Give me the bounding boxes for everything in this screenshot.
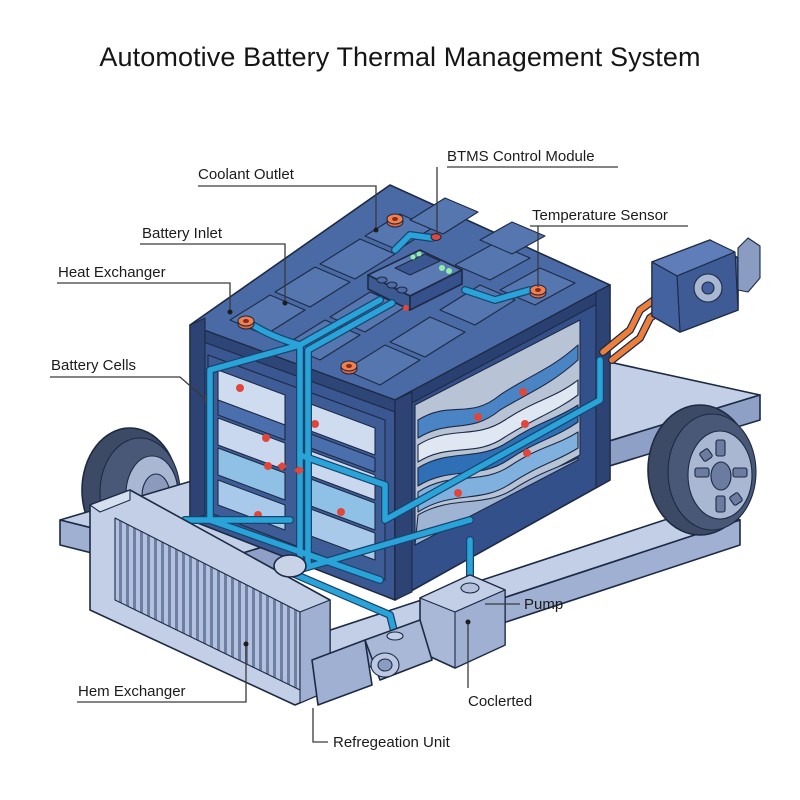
label-battery-cells: Battery Cells: [51, 357, 136, 374]
label-heat-exchanger: Heat Exchanger: [58, 264, 166, 281]
label-battery-inlet: Battery Inlet: [142, 225, 223, 242]
gear-icon: [737, 237, 761, 293]
status-led-icon: [446, 268, 452, 274]
pipe-connectors: [237, 213, 547, 375]
inner-port: [340, 360, 358, 375]
btms-sensor-port: [430, 232, 442, 242]
label-refregeation-unit: Refregeation Unit: [333, 734, 451, 751]
expansion-tank: [273, 554, 307, 578]
diagram-title: Automotive Battery Thermal Management Sy…: [99, 42, 701, 72]
coupling: [364, 619, 433, 681]
gear-icon: [693, 273, 723, 303]
battery-inlet-port: [237, 315, 255, 330]
callout-lines: [50, 166, 688, 743]
refrigeration-unit: [311, 639, 373, 706]
label-hem-exchanger: Hem Exchanger: [78, 683, 186, 700]
label-pump: Pump: [524, 596, 563, 613]
label-coclerted: Coclerted: [468, 693, 532, 710]
coolant-outlet-port: [386, 213, 404, 228]
status-led-icon: [410, 254, 416, 260]
status-led-icon: [416, 251, 422, 257]
label-btms-control-module: BTMS Control Module: [447, 148, 595, 165]
radiator: [89, 489, 331, 706]
btms-control-module: [367, 249, 463, 311]
wheel-front-right: [647, 404, 757, 536]
temperature-sensor-port: [529, 284, 547, 299]
label-temperature-sensor: Temperature Sensor: [532, 207, 668, 224]
status-led-icon: [439, 265, 445, 271]
callout-labels: Coolant Outlet BTMS Control Module Batte…: [51, 148, 668, 751]
electric-motor: [651, 237, 761, 333]
cell-temp-sensors: [201, 384, 345, 519]
pump-assembly: [311, 574, 506, 706]
label-coolant-outlet: Coolant Outlet: [198, 166, 295, 183]
